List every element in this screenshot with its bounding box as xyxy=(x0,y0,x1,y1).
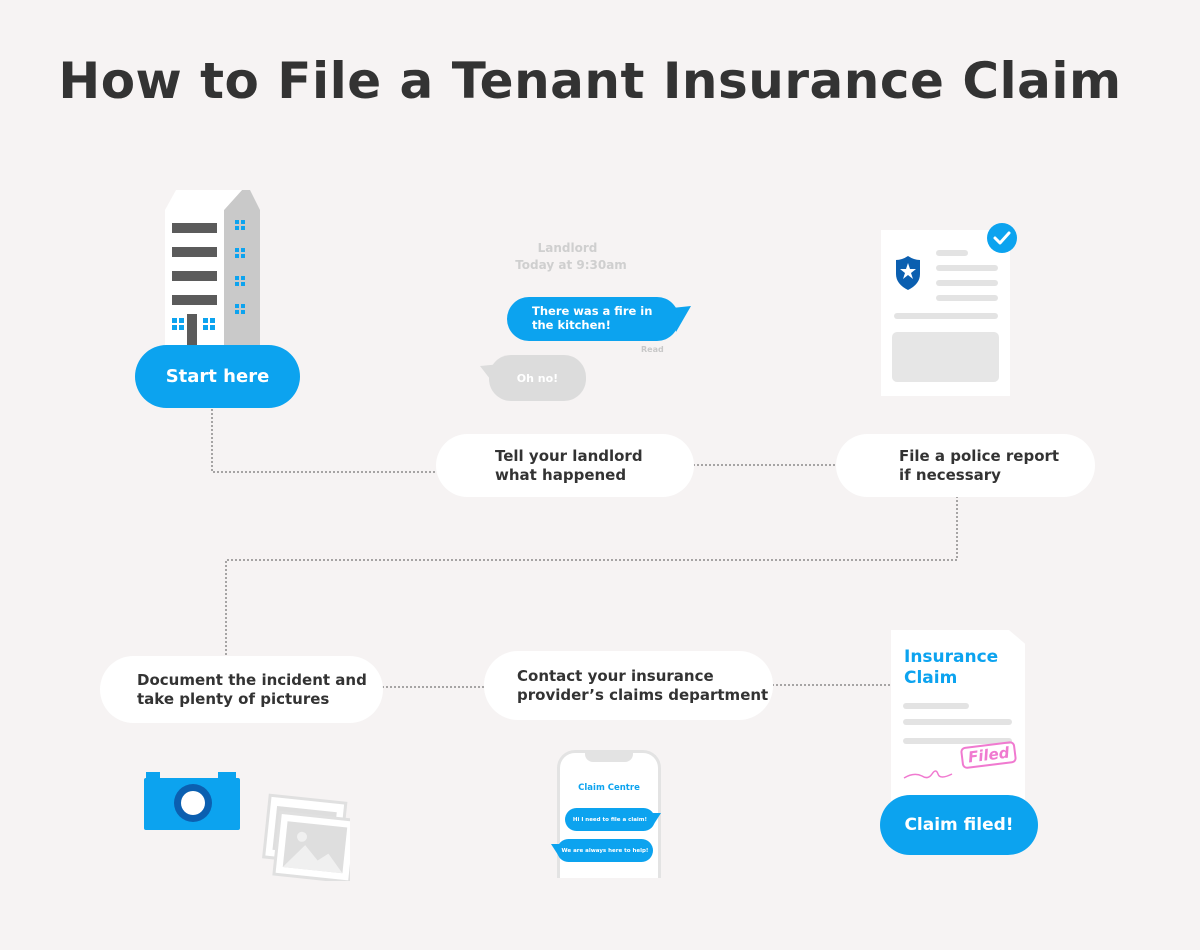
photos-icon xyxy=(262,793,350,881)
camera-icon xyxy=(144,772,240,830)
step-police-report[interactable]: File a police report if necessary xyxy=(836,434,1095,497)
claim-doc-line-2 xyxy=(903,719,1012,725)
phone-notch xyxy=(585,753,633,762)
step-document-incident[interactable]: Document the incident and take plenty of… xyxy=(100,656,383,723)
connector-police-to-document xyxy=(225,496,958,658)
police-report-icon xyxy=(881,230,1010,396)
phone-message-2: We are always here to help! xyxy=(557,839,653,862)
connector-start-to-landlord xyxy=(211,405,437,473)
step-document-incident-label: Document the incident and take plenty of… xyxy=(137,670,367,708)
start-here-label: Start here xyxy=(165,366,270,387)
page-title: How to File a Tenant Insurance Claim xyxy=(58,52,1122,110)
phone-screen-title: Claim Centre xyxy=(578,783,640,793)
check-icon xyxy=(987,223,1017,253)
claim-doc-line-3 xyxy=(903,738,1012,744)
claim-filed-button[interactable]: Claim filed! xyxy=(880,795,1038,855)
step-tell-landlord-label: Tell your landlord what happened xyxy=(495,446,643,484)
claim-document-title: Insurance Claim xyxy=(904,647,999,688)
chat-read-receipt: Read xyxy=(641,345,664,354)
building-icon xyxy=(165,190,260,348)
step-contact-insurer[interactable]: Contact your insurance provider’s claims… xyxy=(484,651,773,720)
phone-message-1: Hi I need to file a claim! xyxy=(565,808,655,831)
step-tell-landlord[interactable]: Tell your landlord what happened xyxy=(436,434,694,497)
filed-stamp: Filed xyxy=(959,740,1018,770)
chat-header-time: Today at 9:30am xyxy=(515,258,627,272)
claim-document-icon: Insurance Claim Filed xyxy=(891,630,1025,802)
step-contact-insurer-label: Contact your insurance provider’s claims… xyxy=(517,666,769,704)
claim-filed-label: Claim filed! xyxy=(904,815,1014,835)
start-here-button[interactable]: Start here xyxy=(135,345,300,408)
signature-squiggle xyxy=(903,770,953,779)
step-police-report-label: File a police report if necessary xyxy=(899,446,1060,484)
claim-doc-line-1 xyxy=(903,703,969,709)
chat-header-name: Landlord xyxy=(537,241,598,255)
chat-message-reply: Oh no! xyxy=(489,355,586,401)
chat-message-sent: There was a fire in the kitchen! xyxy=(507,297,679,341)
